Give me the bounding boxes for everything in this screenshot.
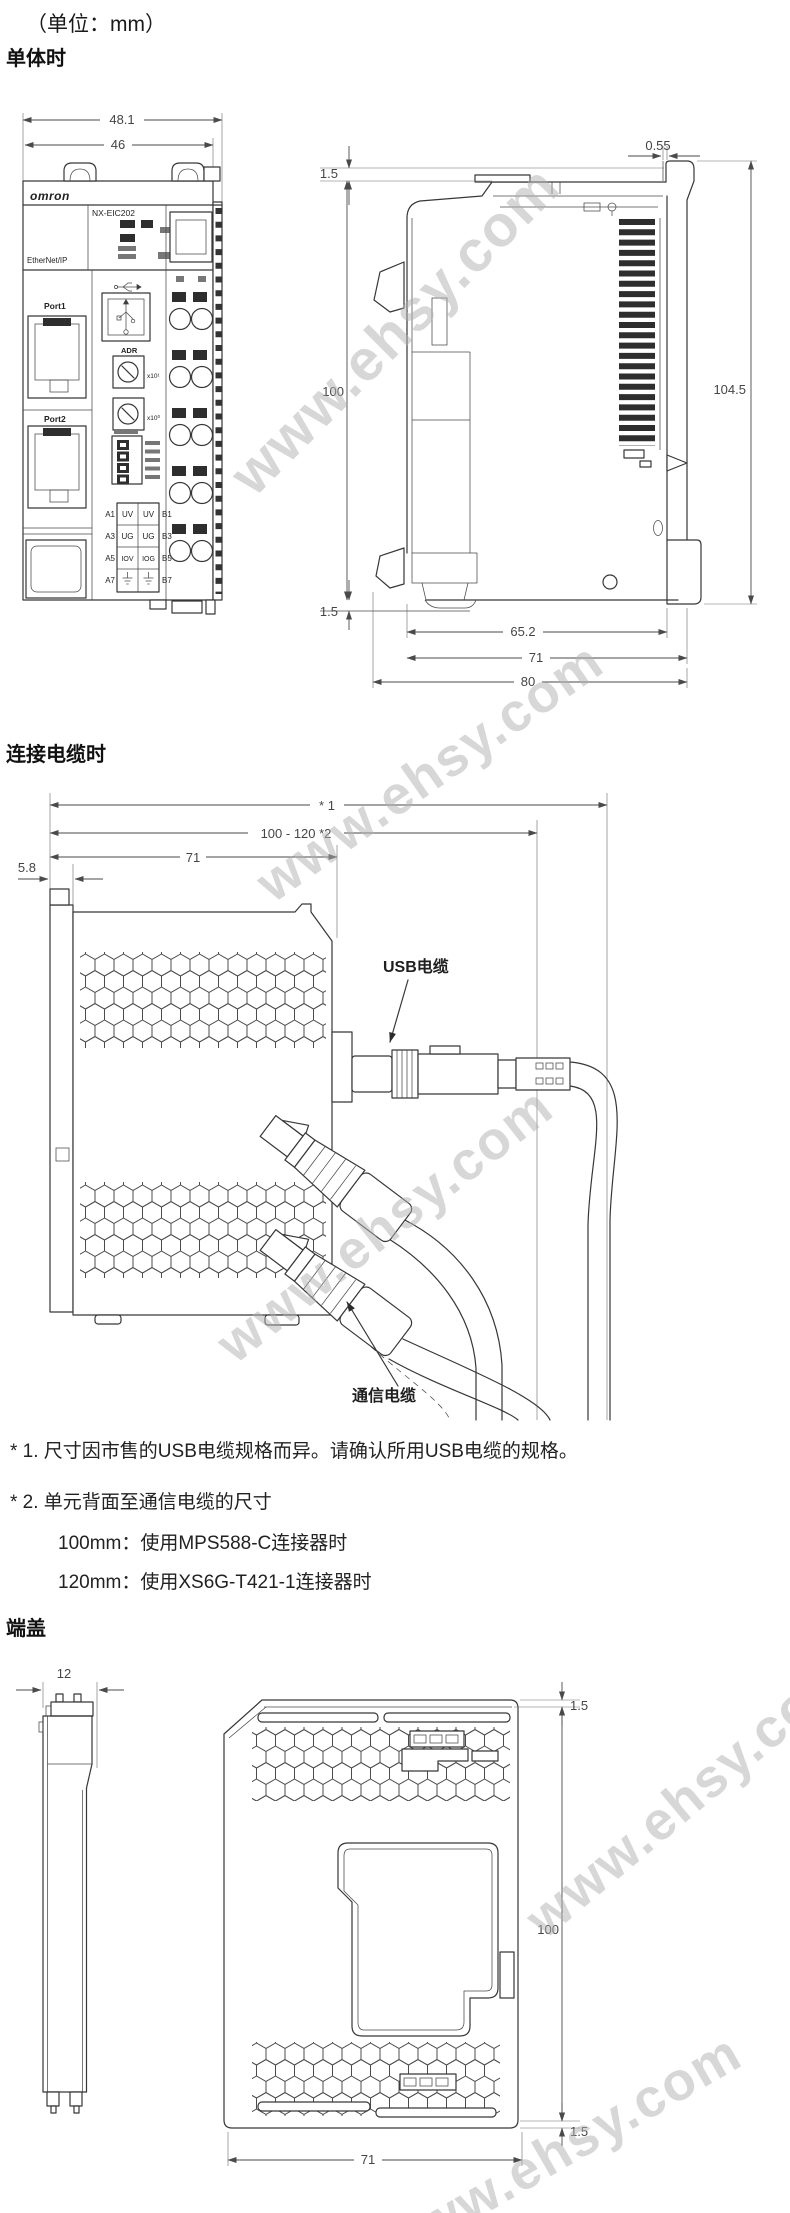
- bus-label: EtherNet/IP: [27, 256, 67, 265]
- dim-12: 12: [57, 1666, 71, 1681]
- ground-icon: [143, 572, 154, 585]
- mounting-tab: [171, 162, 205, 182]
- usb-cable: [351, 1045, 618, 1421]
- model-label: NX-EIC202: [92, 208, 135, 218]
- terminal-a1: A1: [105, 510, 115, 519]
- dim-depth-80: 80: [521, 674, 535, 689]
- footnote-1: * 1. 尺寸因市售的USB电缆规格而异。请确认所用USB电缆的规格。: [10, 1441, 578, 1462]
- dim-48-1: 48.1: [109, 112, 134, 127]
- vent-grille-upper: [80, 952, 326, 1048]
- dim-100-120: 100 - 120 *2: [261, 826, 332, 841]
- vent-slots-bottom: [399, 2073, 457, 2091]
- dim-bottom-1-5-cover: 1.5: [570, 2124, 588, 2139]
- brand-logo: omron: [30, 189, 70, 203]
- terminal-ug1: UG: [122, 532, 134, 541]
- terminal-lever: [373, 261, 405, 313]
- front-dimensions: 48.1 46: [22, 112, 223, 208]
- usb-port: [101, 292, 151, 342]
- center-recess: [337, 1842, 515, 2037]
- terminal-b3: B3: [162, 532, 172, 541]
- power-label-mark: [114, 429, 138, 434]
- single-unit-drawing: 48.1 46 omron NX-EIC202: [22, 112, 757, 689]
- side-dimensions: 1.5 0.55 100 104.5 1.5: [320, 138, 757, 689]
- terminal-a7: A7: [105, 576, 115, 585]
- dim-depth-65-2: 65.2: [510, 624, 535, 639]
- terminal-b1: B1: [162, 510, 172, 519]
- bottom-din-hooks: [149, 599, 216, 615]
- dim-top-1-5: 1.5: [320, 166, 338, 181]
- terminal-a5: A5: [105, 554, 115, 563]
- footnote-2: * 2. 单元背面至通信电缆的尺寸: [10, 1492, 272, 1513]
- vent-grille-top: [252, 1727, 510, 1801]
- dim-lip-0-55: 0.55: [645, 138, 670, 153]
- end-cover-face-view: 1.5 100 1.5 71: [223, 1682, 588, 2167]
- dim-46: 46: [111, 137, 125, 152]
- end-cover-side-view: 12: [16, 1666, 124, 2114]
- front-view: 48.1 46 omron NX-EIC202: [22, 112, 223, 615]
- terminal-iog: IOG: [142, 556, 155, 563]
- dim-depth-71: 71: [529, 650, 543, 665]
- io-terminal-strip: [168, 211, 214, 563]
- mounting-tab: [63, 162, 97, 182]
- rotary-switch-x10-0: [112, 397, 145, 431]
- din-slider-block: [25, 539, 87, 599]
- terminal-b5: B5: [162, 554, 172, 563]
- power-terminal-block: [111, 435, 160, 485]
- port2-jack: [27, 425, 87, 509]
- rotary-switch-x10-1: [112, 355, 145, 389]
- dim-height-100-cover: 100: [537, 1922, 559, 1937]
- footnote-2-item-120mm: 120mm：使用XS6G-T421-1连接器时: [58, 1572, 372, 1593]
- port1-jack: [27, 315, 87, 399]
- port2-label: Port2: [44, 414, 66, 424]
- terminal-lever: [375, 547, 405, 589]
- comm-cable-label: 通信电缆: [352, 1386, 416, 1405]
- usb-cable-label: USB电缆: [383, 957, 449, 976]
- section-heading-single-unit: 单体时: [6, 48, 66, 70]
- cable-dimensions: * 1 100 - 120 *2 71 5.8: [18, 793, 608, 1420]
- din-bottom-hook: [666, 539, 702, 605]
- screw-hole: [602, 574, 618, 590]
- unit-note: （单位：mm）: [26, 13, 166, 36]
- dim-bottom-1-5: 1.5: [320, 604, 338, 619]
- footnote-2-item-100mm: 100mm：使用MPS588-C连接器时: [58, 1533, 348, 1554]
- rotary-x10-1-label: x10¹: [147, 373, 160, 380]
- terminal-grid: A1 UV UV B1 A3 UG UG B3 A5 IOV IOG B5 A7…: [105, 502, 172, 593]
- dim-height-100: 100: [322, 384, 344, 399]
- terminal-uv2: UV: [143, 510, 155, 519]
- cable-drawing: * 1 100 - 120 *2 71 5.8: [18, 793, 618, 1421]
- adr-label: ADR: [121, 346, 138, 355]
- terminal-b7: B7: [162, 576, 172, 585]
- terminal-ug2: UG: [143, 532, 155, 541]
- dim-depth-71-cover: 71: [361, 2152, 375, 2167]
- port1-label: Port1: [44, 301, 66, 311]
- din-release-tab: [666, 454, 688, 472]
- usb-icon: [114, 282, 142, 292]
- terminal-a3: A3: [105, 532, 115, 541]
- comm-cable-upper: [259, 1115, 503, 1421]
- ground-icon: [122, 572, 133, 585]
- section-heading-cables: 连接电缆时: [6, 744, 106, 766]
- dim-71-cable: 71: [186, 850, 200, 865]
- terminal-uv1: UV: [122, 510, 134, 519]
- terminal-iov: IOV: [121, 556, 133, 563]
- dim-top-1-5-cover: 1.5: [570, 1698, 588, 1713]
- section-heading-end-cover: 端盖: [6, 1618, 46, 1640]
- end-cover-drawing: 12: [16, 1666, 588, 2167]
- dim-star1: * 1: [319, 798, 335, 813]
- vent-slots-top: [401, 1730, 499, 1772]
- end-cover-dimensions: 1.5 100 1.5 71: [227, 1682, 588, 2167]
- side-view: 1.5 0.55 100 104.5 1.5: [320, 138, 757, 689]
- rotary-x10-0-label: x10⁰: [147, 414, 160, 422]
- usb-socket-bump: [331, 1031, 353, 1103]
- dim-5-8: 5.8: [18, 860, 36, 875]
- dim-height-104-5: 104.5: [713, 382, 746, 397]
